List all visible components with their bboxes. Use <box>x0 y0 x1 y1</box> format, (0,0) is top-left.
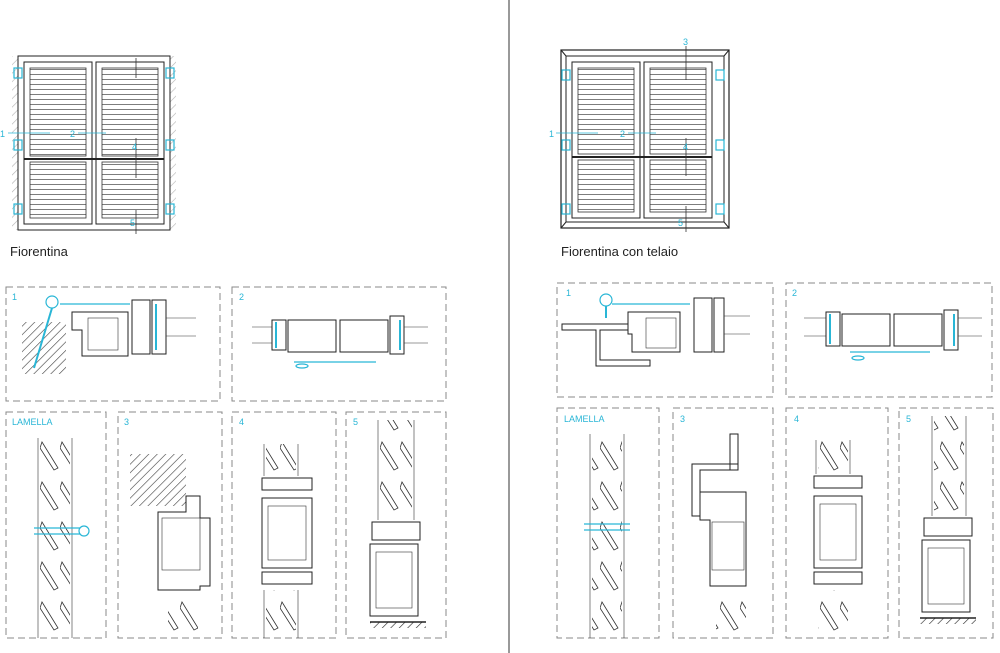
callout-5: 5 <box>678 218 683 228</box>
callout-1: 1 <box>549 129 554 139</box>
detail-label: 5 <box>353 417 358 427</box>
left-title: Fiorentina <box>10 244 69 259</box>
detail-label: 3 <box>680 414 685 424</box>
detail-label: LAMELLA <box>12 417 53 427</box>
left-elevation <box>8 55 176 234</box>
right-detail-lamella <box>556 407 660 639</box>
detail-label: 4 <box>239 417 244 427</box>
detail-label: 2 <box>792 288 797 298</box>
detail-label: LAMELLA <box>564 414 605 424</box>
detail-label: 1 <box>12 292 17 302</box>
detail-label: 1 <box>566 288 571 298</box>
callout-4: 4 <box>683 142 688 152</box>
callout-5: 5 <box>130 218 135 228</box>
left-detail-2 <box>231 286 447 402</box>
callout-3: 3 <box>683 37 688 47</box>
right-detail-4 <box>785 407 889 639</box>
detail-label: 4 <box>794 414 799 424</box>
left-detail-lamella <box>5 411 107 639</box>
right-detail-5 <box>898 407 994 639</box>
detail-label: 2 <box>239 292 244 302</box>
left-detail-4 <box>231 411 337 639</box>
hinge-icon <box>561 69 725 215</box>
left-detail-3 <box>117 411 223 639</box>
detail-label: 3 <box>124 417 129 427</box>
right-elevation <box>556 46 730 232</box>
left-detail-1 <box>5 286 221 402</box>
detail-label: 5 <box>906 414 911 424</box>
callout-2: 2 <box>70 129 75 139</box>
callout-1: 1 <box>0 129 5 139</box>
right-detail-2 <box>785 282 993 398</box>
callout-4: 4 <box>132 142 137 152</box>
hinge-icon <box>13 67 175 215</box>
right-title: Fiorentina con telaio <box>561 244 678 259</box>
right-detail-1 <box>556 282 774 398</box>
left-detail-5 <box>345 411 447 639</box>
callout-2: 2 <box>620 129 625 139</box>
right-detail-3 <box>672 407 774 639</box>
